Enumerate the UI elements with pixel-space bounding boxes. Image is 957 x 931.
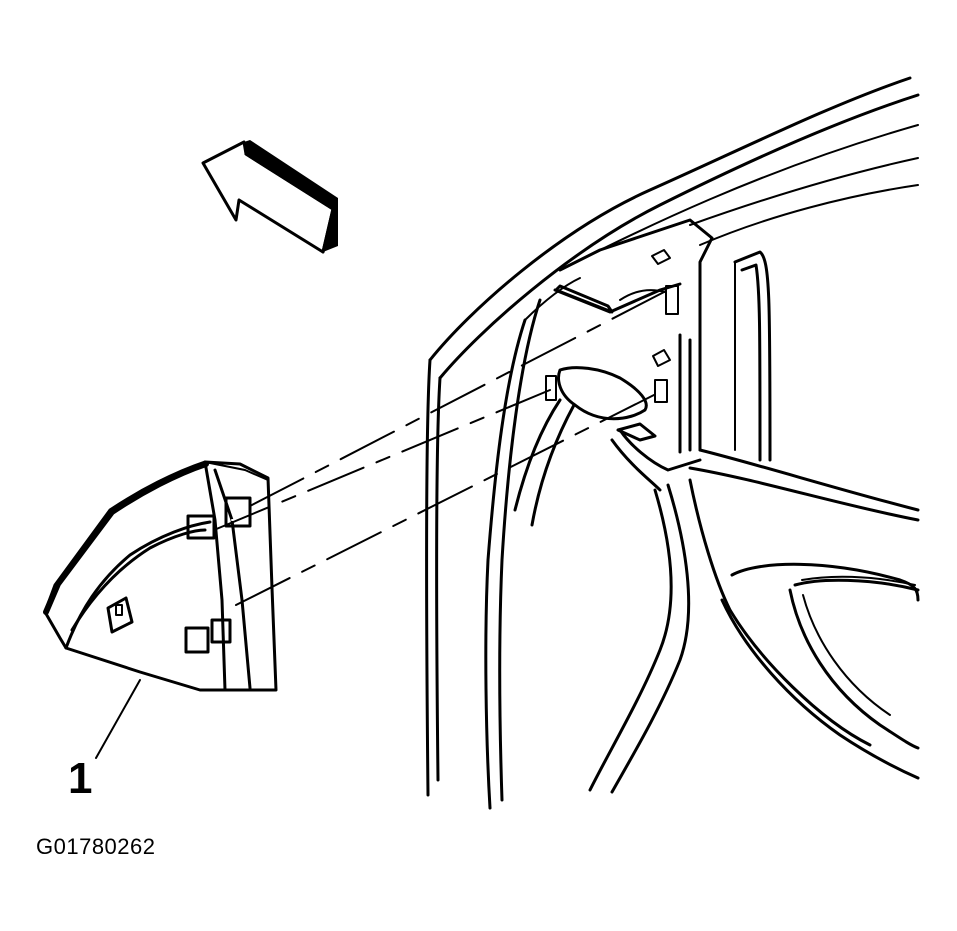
- trim-panel-icon: [43, 460, 278, 692]
- vehicle-body-pillar-icon: [425, 76, 920, 810]
- alignment-lines: [213, 289, 669, 606]
- callout-number: 1: [68, 754, 93, 803]
- figure-id: G01780262: [36, 834, 156, 859]
- callout-leader-line: [95, 679, 141, 759]
- front-direction-arrow-icon: [201, 140, 338, 254]
